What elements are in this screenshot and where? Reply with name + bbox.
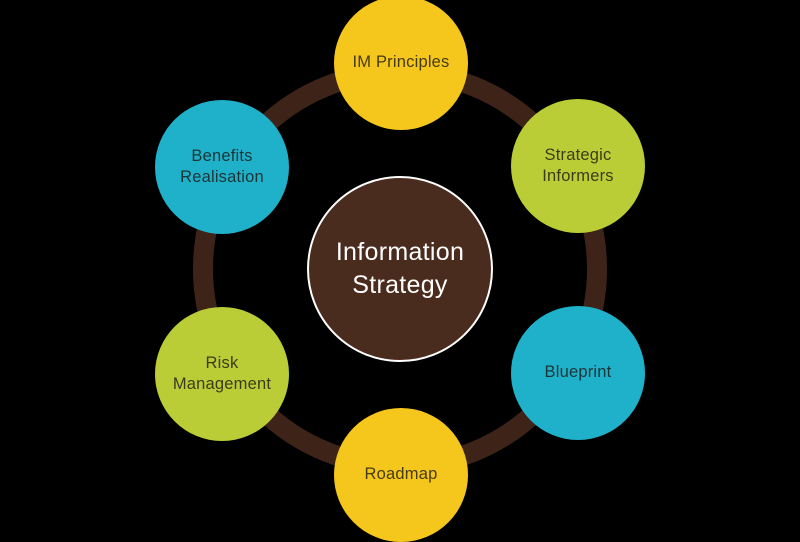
node-blueprint: Blueprint: [511, 306, 645, 440]
node-risk-management: Risk Management: [155, 307, 289, 441]
node-strategic-informers: Strategic Informers: [511, 99, 645, 233]
center-label: Information Strategy: [335, 238, 465, 299]
node-label: Strategic Informers: [542, 145, 614, 185]
node-im-principles: IM Principles: [334, 0, 468, 130]
node-label: Risk Management: [172, 353, 272, 393]
node-label: Benefits Realisation: [180, 146, 264, 186]
node-roadmap: Roadmap: [334, 408, 468, 542]
node-benefits-realisation: Benefits Realisation: [155, 100, 289, 234]
center-circle: Information Strategy: [307, 176, 493, 362]
node-label: Roadmap: [364, 465, 438, 484]
node-label: Blueprint: [544, 363, 612, 382]
node-label: IM Principles: [352, 53, 450, 72]
